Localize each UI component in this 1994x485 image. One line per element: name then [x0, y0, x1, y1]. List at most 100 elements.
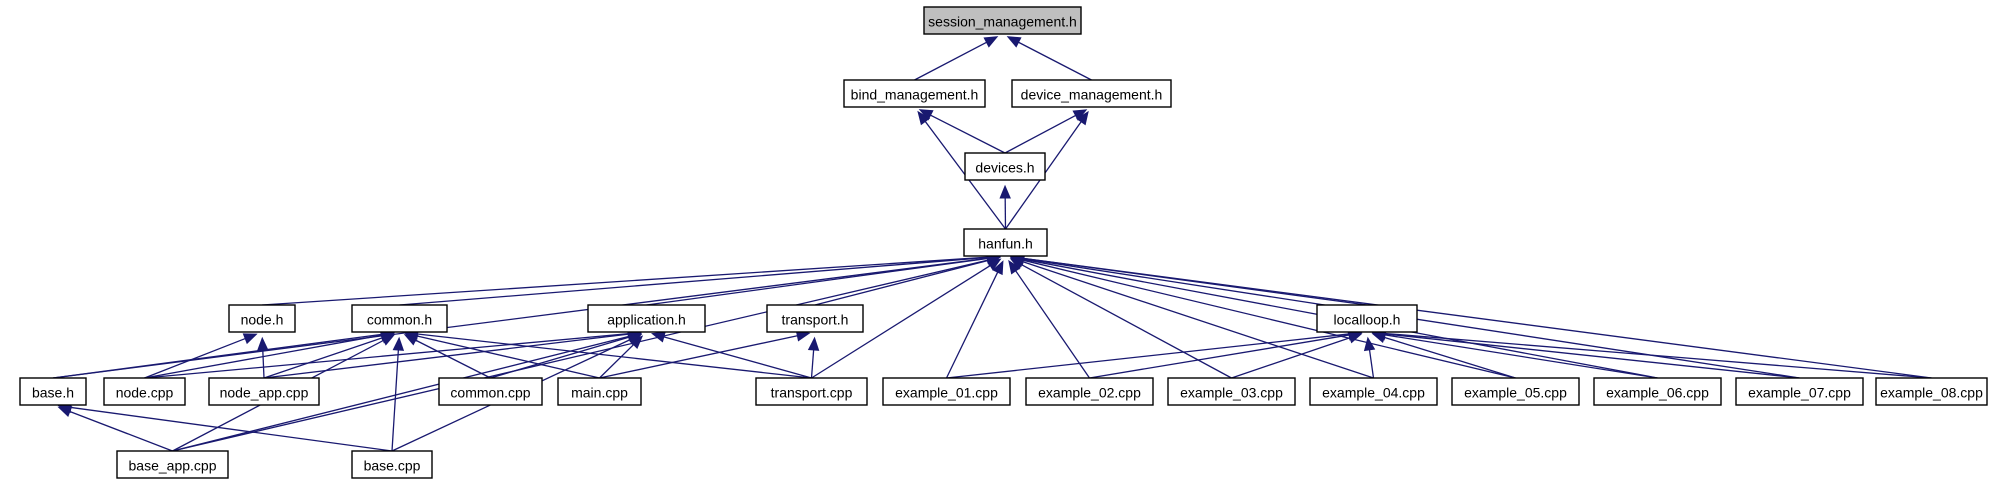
- node-example-05[interactable]: example_05.cpp: [1451, 377, 1580, 406]
- node-node-app-cpp[interactable]: node_app.cpp: [208, 377, 320, 406]
- node-node-cpp[interactable]: node.cpp: [103, 377, 186, 406]
- node-example-04[interactable]: example_04.cpp: [1309, 377, 1438, 406]
- node-label: example_03.cpp: [1180, 385, 1283, 401]
- edge-line: [70, 406, 393, 452]
- edge-arrowhead: [257, 336, 269, 351]
- edge-line: [1022, 259, 1516, 379]
- node-label: node.cpp: [116, 385, 174, 401]
- node-box: [755, 377, 868, 406]
- node-base-cpp[interactable]: base.cpp: [351, 450, 433, 479]
- node-transport-cpp[interactable]: transport.cpp: [755, 377, 868, 406]
- edge-arrowhead: [999, 184, 1011, 199]
- node-example-02[interactable]: example_02.cpp: [1025, 377, 1154, 406]
- node-label: bind_management.h: [851, 87, 979, 103]
- node-box: [882, 377, 1011, 406]
- edge-line: [144, 332, 629, 379]
- edge-devices-to-bind_management: [918, 109, 1006, 154]
- edge-arrowhead: [627, 333, 643, 346]
- edge-arrowhead: [918, 109, 934, 121]
- node-label: example_02.cpp: [1038, 385, 1141, 401]
- edge-line: [415, 339, 491, 379]
- node-common-cpp[interactable]: common.cpp: [438, 377, 543, 406]
- edge-line: [1368, 349, 1375, 379]
- edge-line: [144, 337, 246, 379]
- edge-line: [945, 271, 999, 379]
- node-label: example_04.cpp: [1322, 385, 1425, 401]
- edge-line: [144, 334, 382, 379]
- node-bind-management[interactable]: bind_management.h: [843, 79, 986, 108]
- edge-line: [1384, 332, 1932, 379]
- edge-example_01-to-hanfun: [945, 260, 1004, 379]
- node-box: [438, 377, 543, 406]
- node-box: [19, 377, 87, 406]
- edge-line: [1022, 261, 1374, 379]
- edge-example_02-to-hanfun: [1008, 259, 1091, 379]
- edge-arrowhead: [392, 336, 405, 351]
- edge-line: [172, 259, 989, 452]
- node-hanfun[interactable]: hanfun.h: [963, 228, 1048, 257]
- node-example-03[interactable]: example_03.cpp: [1167, 377, 1296, 406]
- node-box: [351, 304, 448, 333]
- edge-line: [417, 333, 812, 379]
- node-box: [1011, 79, 1172, 108]
- edge-line: [391, 349, 400, 452]
- node-example-06[interactable]: example_06.cpp: [1593, 377, 1722, 406]
- edge-line: [1023, 257, 1932, 379]
- node-label: example_08.cpp: [1880, 385, 1983, 401]
- edge-arrowhead: [1072, 109, 1088, 121]
- node-label: localloop.h: [1334, 312, 1401, 328]
- edge-base_cpp-to-common_h: [391, 336, 405, 452]
- node-box: [1593, 377, 1722, 406]
- node-device-management[interactable]: device_management.h: [1011, 79, 1172, 108]
- node-label: hanfun.h: [978, 236, 1033, 252]
- node-base-app-cpp[interactable]: base_app.cpp: [116, 450, 229, 479]
- node-session-management: session_management.h: [923, 6, 1082, 35]
- node-box: [964, 152, 1046, 181]
- edge-line: [261, 256, 988, 306]
- node-label: node_app.cpp: [220, 385, 309, 401]
- edge-devices-to-device_management: [1004, 109, 1088, 154]
- edge-line: [1089, 334, 1350, 379]
- node-application-h[interactable]: application.h: [587, 304, 706, 333]
- edge-arrowhead: [1347, 332, 1363, 344]
- node-box: [557, 377, 642, 406]
- edge-example_08-to-hanfun: [1010, 252, 1932, 379]
- node-common-h[interactable]: common.h: [351, 304, 448, 333]
- edge-line: [69, 410, 173, 452]
- edge-arrowhead: [986, 258, 1002, 271]
- node-label: main.cpp: [571, 385, 628, 401]
- node-box: [116, 450, 229, 479]
- edge-arrowhead: [1008, 259, 1021, 275]
- node-box: [1735, 377, 1864, 406]
- edge-line: [930, 114, 1006, 154]
- node-box: [1309, 377, 1438, 406]
- edge-arrowhead: [651, 331, 666, 343]
- node-base-h[interactable]: base.h: [19, 377, 87, 406]
- node-devices[interactable]: devices.h: [964, 152, 1046, 181]
- node-box: [228, 304, 296, 333]
- node-example-08[interactable]: example_08.cpp: [1875, 377, 1988, 406]
- node-box: [587, 304, 706, 333]
- node-label: application.h: [607, 312, 686, 328]
- node-label: common.h: [367, 312, 432, 328]
- edge-line: [263, 333, 629, 379]
- node-transport-h[interactable]: transport.h: [766, 304, 864, 333]
- edge-line: [1231, 337, 1351, 379]
- node-localloop-h[interactable]: localloop.h: [1316, 304, 1418, 333]
- node-main-cpp[interactable]: main.cpp: [557, 377, 642, 406]
- edge-node_app_cpp-to-node_h: [257, 336, 269, 379]
- edge-line: [399, 256, 988, 306]
- node-example-01[interactable]: example_01.cpp: [882, 377, 1011, 406]
- node-label: example_01.cpp: [895, 385, 998, 401]
- edge-example_04-to-localloop_h: [1363, 336, 1376, 379]
- edge-bind_management-to-session_management: [914, 36, 999, 81]
- node-node-h[interactable]: node.h: [228, 304, 296, 333]
- edge-node_cpp-to-node_h: [144, 333, 258, 379]
- node-box: [1167, 377, 1296, 406]
- edge-hanfun-to-devices: [999, 184, 1011, 230]
- node-box: [1316, 304, 1418, 333]
- edge-line: [1004, 114, 1076, 154]
- edge-arrowhead: [242, 333, 258, 345]
- node-label: node.h: [241, 312, 284, 328]
- node-example-07[interactable]: example_07.cpp: [1735, 377, 1864, 406]
